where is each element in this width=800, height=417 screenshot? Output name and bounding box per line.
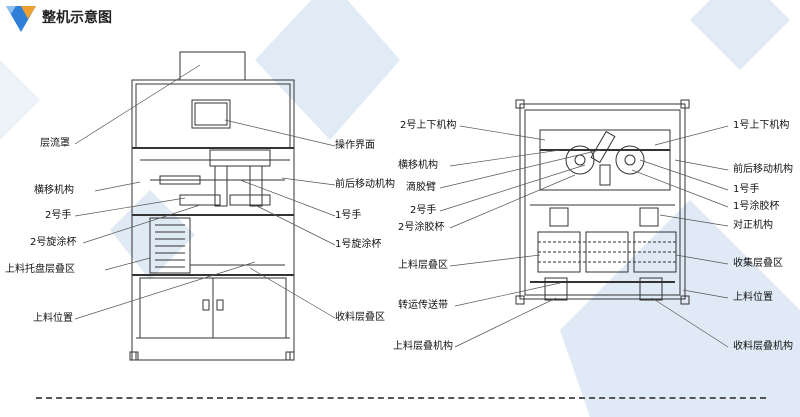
label-loading-stack-mech: 上料层叠机构 xyxy=(393,341,453,352)
label-collect-stack-right: 收集层叠区 xyxy=(733,258,783,269)
label-collect-stack: 收料层叠区 xyxy=(335,312,385,323)
label-traverse-mechanism: 横移机构 xyxy=(34,185,74,196)
label-loading-position-right: 上料位置 xyxy=(733,292,773,303)
label-collect-stack-mech: 收料层叠机构 xyxy=(733,341,793,352)
label-align-mech: 对正机构 xyxy=(733,220,773,231)
label-front-rear-move: 前后移动机构 xyxy=(335,179,395,190)
label-hand-2: 2号手 xyxy=(45,210,72,221)
bottom-divider xyxy=(36,397,766,399)
label-spin-cup-2: 2号旋涂杯 xyxy=(30,237,77,248)
left-machine-front-view xyxy=(129,51,295,361)
label-dispense-arm: 滴胶臂 xyxy=(406,182,436,193)
label-updown-2: 2号上下机构 xyxy=(400,120,457,131)
label-loading-position: 上料位置 xyxy=(33,313,73,324)
label-front-rear-move-right: 前后移动机构 xyxy=(733,164,793,175)
label-traverse-mechanism-right: 横移机构 xyxy=(398,160,438,171)
label-layer-hood: 层流罩 xyxy=(40,138,70,149)
label-coat-cup-2: 2号涂胶杯 xyxy=(398,222,445,233)
label-updown-1: 1号上下机构 xyxy=(733,120,790,131)
label-loading-stack: 上料层叠区 xyxy=(398,260,448,271)
label-hand-1: 1号手 xyxy=(335,210,362,221)
label-loading-tray-stack: 上料托盘层叠区 xyxy=(5,264,75,275)
right-machine-top-view xyxy=(515,99,690,305)
tray-grid xyxy=(537,231,677,273)
label-coat-cup-1: 1号涂胶杯 xyxy=(733,201,780,212)
label-operation-interface: 操作界面 xyxy=(335,140,375,151)
label-hand-2-right: 2号手 xyxy=(410,205,437,216)
label-transfer-belt: 转运传送带 xyxy=(398,300,448,311)
label-hand-1-right: 1号手 xyxy=(733,184,760,195)
page-title: 整机示意图 xyxy=(42,10,112,26)
logo-icon xyxy=(6,6,36,32)
label-spin-cup-1: 1号旋涂杯 xyxy=(335,239,382,250)
